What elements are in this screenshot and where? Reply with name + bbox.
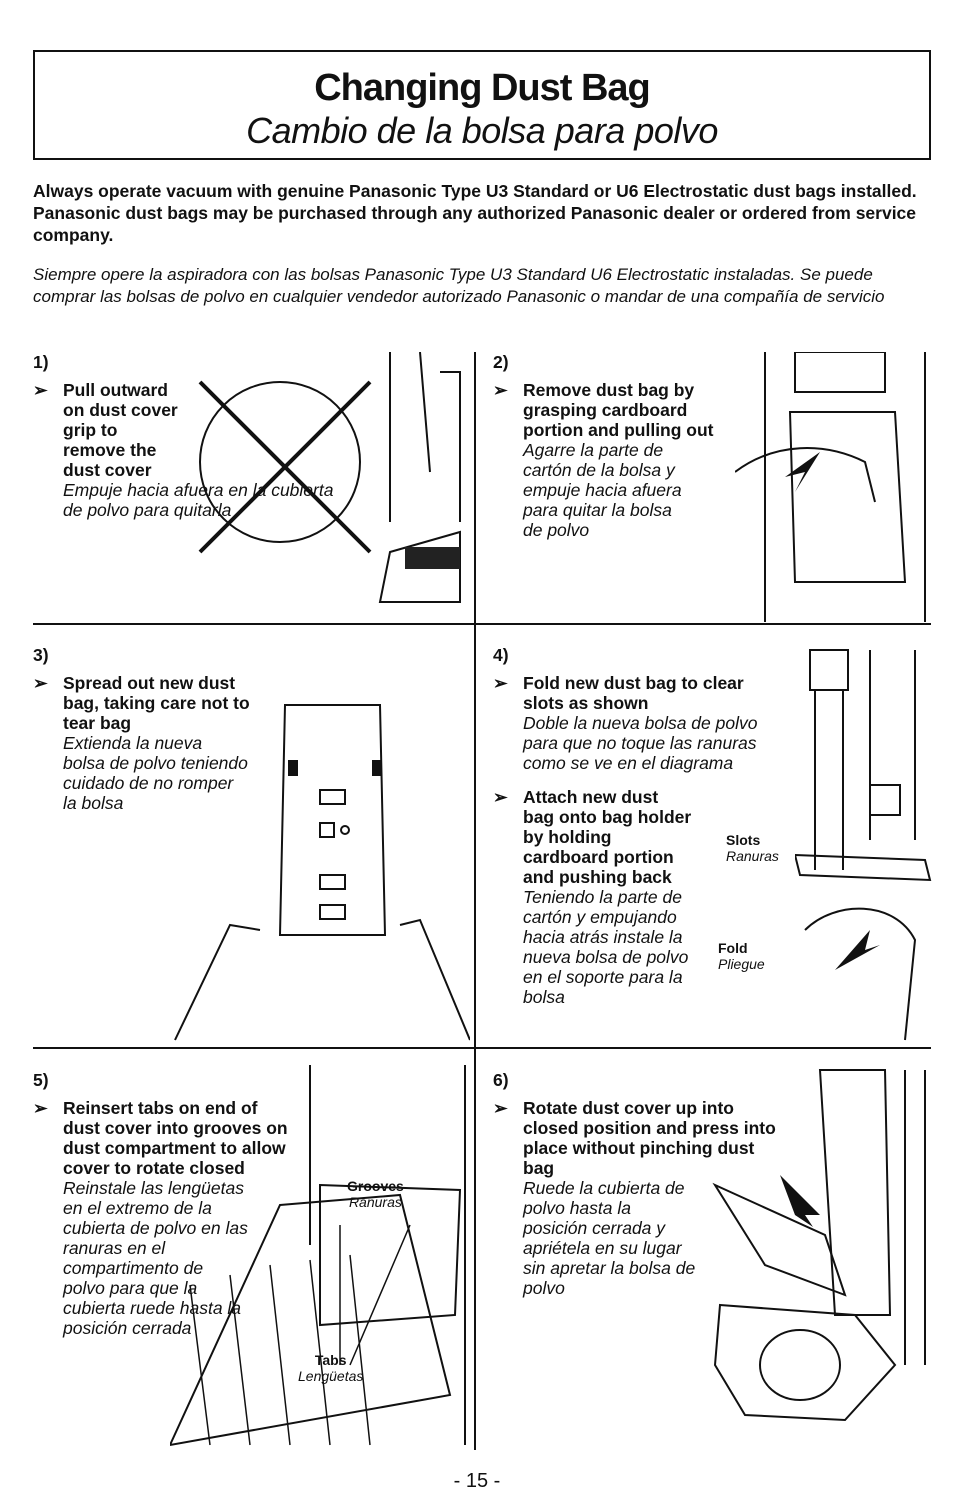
step-5: 5) ➢ Reinsert tabs on end of dust cover … (33, 1070, 303, 1338)
step-text-spanish: Agarre la parte de cartón de la bolsa y … (523, 440, 682, 540)
spread-bag-illustration (174, 704, 470, 1041)
remove-bag-illustration (735, 352, 926, 622)
bullet-arrow-icon: ➢ (493, 1098, 508, 1118)
step-text-english: Pull outward on dust cover grip to remov… (63, 380, 178, 480)
step-text-english-2: Attach new dust bag onto bag holder by h… (523, 787, 692, 887)
step-text-spanish-2: Teniendo la parte de cartón y empujando … (523, 887, 689, 1007)
step-text-spanish: Doble la nueva bolsa de polvo para que n… (523, 713, 758, 773)
intro-spanish: Siempre opere la aspiradora con las bols… (33, 265, 885, 306)
bullet-arrow-icon: ➢ (493, 673, 508, 693)
title-box: Changing Dust Bag Cambio de la bolsa par… (33, 50, 931, 160)
step-number: 3) (33, 645, 49, 665)
step-number: 5) (33, 1070, 49, 1090)
step-text-spanish: Ruede la cubierta de polvo hasta la posi… (523, 1178, 696, 1298)
step-text-english: Reinsert tabs on end of dust cover into … (63, 1098, 288, 1178)
step-number: 6) (493, 1070, 509, 1090)
step-text-spanish: Extienda la nueva bolsa de polvo teniend… (63, 733, 248, 813)
page-title-spanish: Cambio de la bolsa para polvo (246, 110, 718, 151)
close-cover-illustration (712, 1069, 926, 1422)
step-3: 3) ➢ Spread out new dust bag, taking car… (33, 645, 293, 813)
step-text-english: Remove dust bag by grasping cardboard po… (523, 380, 714, 440)
page-number: - 15 - (453, 1470, 501, 1492)
step-text-english: Fold new dust bag to clear slots as show… (523, 673, 744, 713)
step-2: 2) ➢ Remove dust bag by grasping cardboa… (493, 352, 733, 540)
bullet-arrow-icon: ➢ (493, 787, 508, 807)
step-number: 4) (493, 645, 509, 665)
row-divider-1 (33, 623, 931, 625)
step-text-english: Rotate dust cover up into closed positio… (523, 1098, 776, 1178)
step-number: 1) (33, 352, 49, 372)
bullet-arrow-icon: ➢ (33, 380, 48, 400)
page-title: Changing Dust Bag (314, 67, 651, 109)
row-divider-2 (33, 1047, 931, 1049)
step-text-spanish: Reinstale las lengüetas en el extremo de… (63, 1178, 248, 1338)
step-number: 2) (493, 352, 509, 372)
step-text-english: Spread out new dust bag, taking care not… (63, 673, 250, 733)
remove-cover-illustration (198, 352, 461, 603)
reinsert-tabs-illustration (170, 1065, 466, 1447)
attach-bag-illustration (795, 649, 932, 1041)
step-4: 4) ➢ Fold new dust bag to clear slots as… (493, 645, 803, 1007)
bullet-arrow-icon: ➢ (493, 380, 508, 400)
column-divider (474, 352, 476, 1450)
bullet-arrow-icon: ➢ (33, 1098, 48, 1118)
step-6: 6) ➢ Rotate dust cover up into closed po… (493, 1070, 783, 1298)
bullet-arrow-icon: ➢ (33, 673, 48, 693)
intro-english: Always operate vacuum with genuine Panas… (33, 181, 917, 245)
